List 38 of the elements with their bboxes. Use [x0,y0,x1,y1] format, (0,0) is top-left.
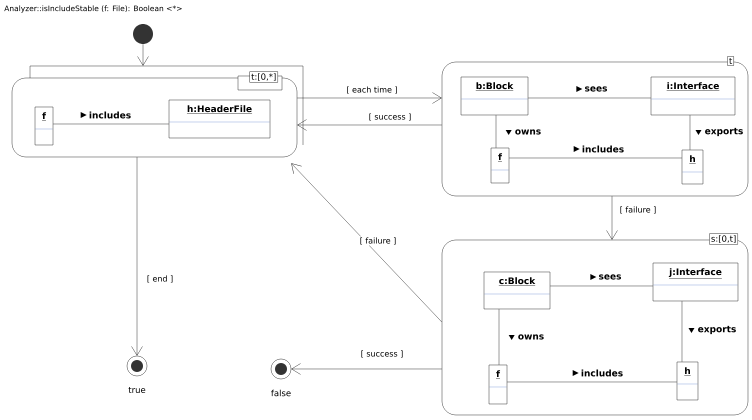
end-circle [126,356,148,376]
edge-label: includes [574,144,626,154]
object-box: h [676,362,698,400]
edge-label: [ success ] [368,112,412,122]
association-line [498,309,500,365]
object-box: h [682,150,704,184]
end-circle [270,358,292,380]
edge-label: [ end ] [146,274,174,284]
object-box: b:Block [460,76,528,116]
object-box: f [488,364,508,404]
edge-label: [ failure ] [358,236,398,246]
start-dot [133,24,153,44]
edge-label: exports [688,324,738,336]
transition-arrow [291,363,442,375]
state-label: true [128,386,146,394]
object-box: j:Interface [652,262,738,302]
edge-label: owns [508,333,546,341]
transition-arrow [291,163,442,322]
state-label: false [271,390,291,396]
object-box: c:Block [484,272,550,310]
edge-label: sees [590,273,622,281]
edge-label: exports [695,126,744,138]
transition-arrow [297,119,442,131]
transition-arrow [297,92,442,104]
edge-label: [ each time ] [345,85,399,95]
object-box: i:Interface [650,76,736,116]
transition-arrow [131,157,143,356]
transition-arrow [606,196,618,240]
object-box: f [490,148,510,184]
edge-label: sees [576,85,608,93]
edge-label: includes [80,110,132,120]
object-box: h:HeaderFile [168,100,270,138]
edge-label: includes [572,368,624,378]
object-box: f [34,106,54,146]
edge-label: [ failure ] [618,205,658,215]
transition-arrow [137,44,149,66]
edge-label: owns [506,128,542,136]
edge-label: [ success ] [360,349,404,359]
